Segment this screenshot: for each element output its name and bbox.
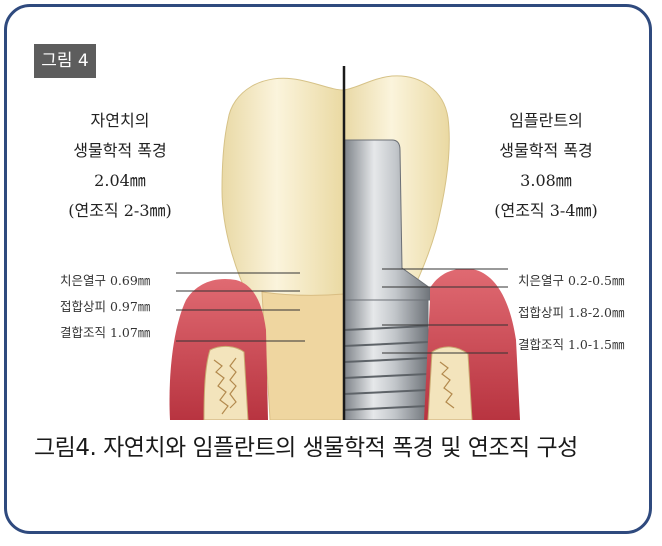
implant-label-junctional: 접합상피 1.8-2.0㎜ — [518, 302, 624, 321]
implant-bone — [428, 347, 472, 420]
natural-title-block: 자연치의 생물학적 폭경 2.04㎜ (연조직 2-3㎜) — [20, 106, 220, 226]
figure-badge: 그림 4 — [34, 44, 96, 78]
natural-soft-tissue: (연조직 2-3㎜) — [20, 196, 220, 226]
natural-title-line1: 자연치의 — [20, 106, 220, 136]
natural-title-line2: 생물학적 폭경 — [20, 136, 220, 166]
implant-title-block: 임플란트의 생물학적 폭경 3.08㎜ (연조직 3-4㎜) — [446, 106, 646, 226]
implant-soft-tissue: (연조직 3-4㎜) — [446, 196, 646, 226]
natural-label-junctional: 접합상피 0.97㎜ — [60, 296, 150, 315]
natural-label-connective: 결합조직 1.07㎜ — [60, 322, 150, 341]
natural-width: 2.04㎜ — [20, 166, 220, 196]
implant-label-connective: 결합조직 1.0-1.5㎜ — [518, 334, 624, 353]
implant-title-line2: 생물학적 폭경 — [446, 136, 646, 166]
natural-label-sulcus: 치은열구 0.69㎜ — [60, 270, 150, 289]
figure-caption: 그림4. 자연치와 임플란트의 생물학적 폭경 및 연조직 구성 — [34, 428, 578, 462]
implant-title-line1: 임플란트의 — [446, 106, 646, 136]
implant-width: 3.08㎜ — [446, 166, 646, 196]
implant-label-sulcus: 치은열구 0.2-0.5㎜ — [518, 270, 624, 289]
natural-root — [262, 292, 344, 420]
